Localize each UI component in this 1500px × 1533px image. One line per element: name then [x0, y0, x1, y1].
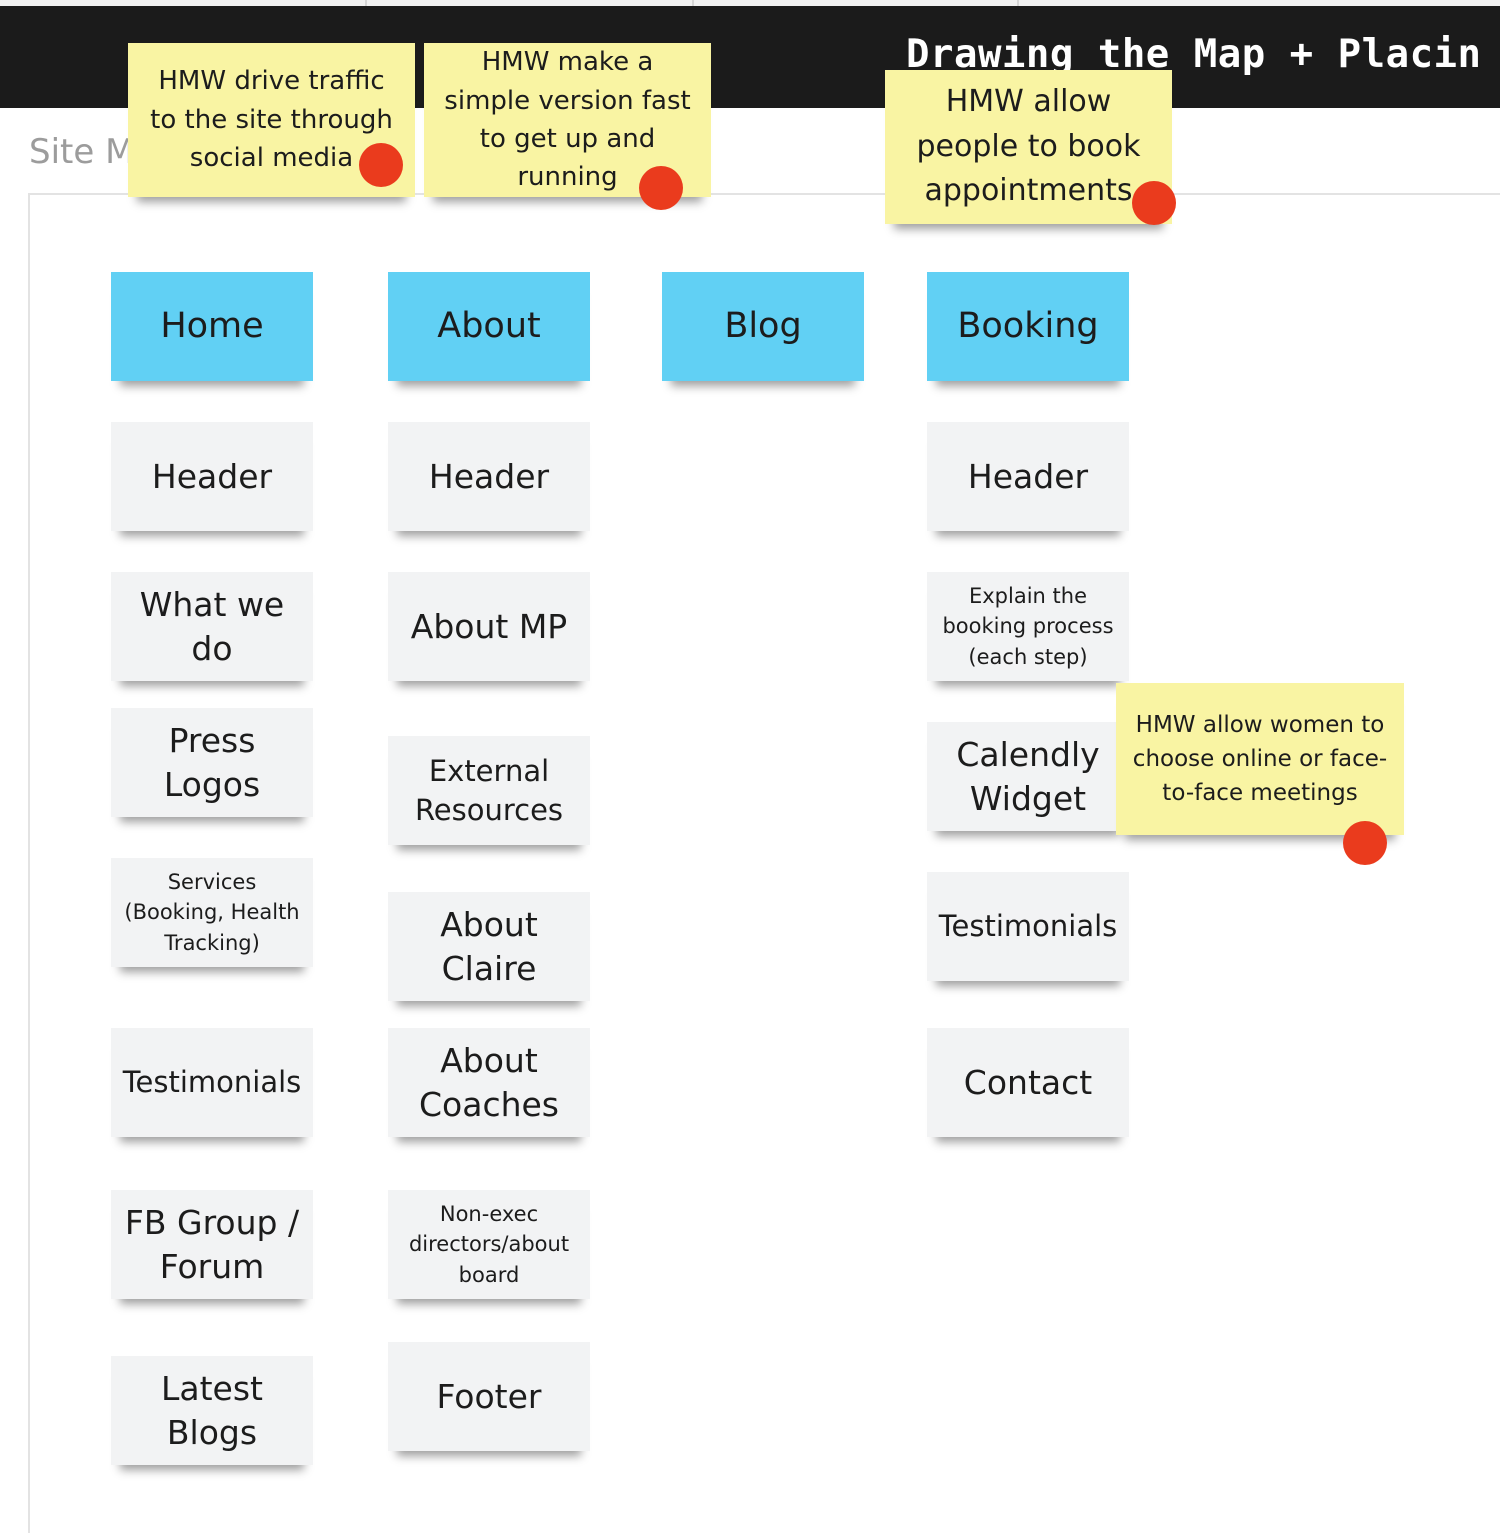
content-note-booking-contact[interactable]: Contact — [927, 1028, 1129, 1137]
content-note-home-services[interactable]: Services (Booking, Health Tracking) — [111, 858, 313, 967]
content-note-home-what-we-do[interactable]: What we do — [111, 572, 313, 681]
content-note-home-testimonials[interactable]: Testimonials — [111, 1028, 313, 1137]
content-note-booking-header[interactable]: Header — [927, 422, 1129, 531]
page-note-booking[interactable]: Booking — [927, 272, 1129, 381]
board-title: Drawing the Map + Placin — [906, 32, 1482, 77]
content-note-about-coaches[interactable]: About Coaches — [388, 1028, 590, 1137]
content-note-about-mp[interactable]: About MP — [388, 572, 590, 681]
site-map-frame[interactable] — [28, 193, 1500, 1533]
content-note-about-footer[interactable]: Footer — [388, 1342, 590, 1451]
page-note-about[interactable]: About — [388, 272, 590, 381]
vote-dot[interactable] — [1132, 181, 1176, 225]
content-note-about-claire[interactable]: About Claire — [388, 892, 590, 1001]
content-note-booking-testimonials[interactable]: Testimonials — [927, 872, 1129, 981]
content-note-home-press-logos[interactable]: Press Logos — [111, 708, 313, 817]
content-note-home-fb-group[interactable]: FB Group / Forum — [111, 1190, 313, 1299]
hmw-note-simple-version[interactable]: HMW make a simple version fast to get up… — [424, 43, 711, 197]
rim-divider — [1017, 0, 1019, 6]
content-note-about-header[interactable]: Header — [388, 422, 590, 531]
content-note-about-external-resources[interactable]: External Resources — [388, 736, 590, 845]
page-note-home[interactable]: Home — [111, 272, 313, 381]
page-note-blog[interactable]: Blog — [662, 272, 864, 381]
content-note-home-header[interactable]: Header — [111, 422, 313, 531]
top-bar-rim — [0, 0, 1500, 6]
hmw-note-online-or-face-to-face[interactable]: HMW allow women to choose online or face… — [1116, 683, 1404, 835]
vote-dot[interactable] — [359, 143, 403, 187]
rim-divider — [692, 0, 694, 6]
rim-divider — [365, 0, 367, 6]
hmw-note-book-appointments[interactable]: HMW allow people to book appointments — [885, 70, 1172, 224]
vote-dot[interactable] — [1343, 821, 1387, 865]
content-note-about-non-exec[interactable]: Non-exec directors/about board — [388, 1190, 590, 1299]
content-note-booking-calendly[interactable]: Calendly Widget — [927, 722, 1129, 831]
vote-dot[interactable] — [639, 166, 683, 210]
content-note-booking-process[interactable]: Explain the booking process (each step) — [927, 572, 1129, 681]
content-note-home-latest-blogs[interactable]: Latest Blogs — [111, 1356, 313, 1465]
